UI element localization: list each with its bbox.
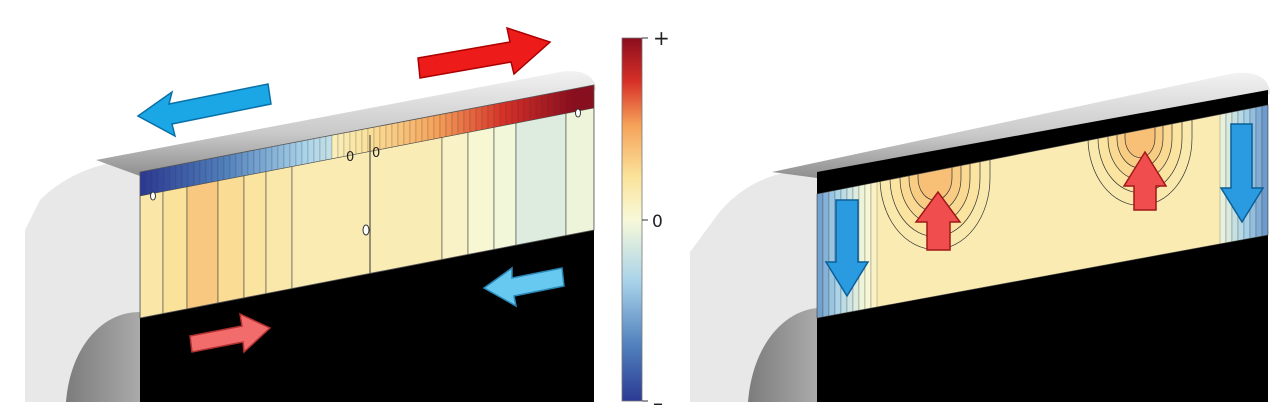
arrow-left-icon [482, 266, 565, 308]
colorbar-min-label: – [653, 391, 663, 415]
colorbar: + 0 – [621, 26, 670, 415]
arrow-right-icon [189, 312, 272, 354]
arrow-down-icon [1219, 123, 1265, 224]
right-black-bottom [817, 235, 1268, 402]
left-black-region [140, 230, 594, 402]
left-panel: 0 0 [25, 26, 596, 402]
arrow-left-icon [136, 83, 272, 138]
left-contour-label-1: 0 [346, 150, 354, 165]
colorbar-max-label: + [653, 26, 670, 50]
arrow-up-icon [914, 190, 962, 251]
colorbar-mid-label: 0 [652, 212, 663, 232]
arrow-up-icon [1122, 150, 1168, 211]
right-black-top [817, 90, 1268, 194]
left-hole [66, 312, 140, 402]
colorbar-gradient [621, 37, 643, 402]
right-body-top [772, 72, 1270, 178]
arrow-right-icon [417, 26, 552, 79]
arrow-down-icon [824, 199, 870, 298]
right-hole [748, 308, 817, 402]
left-contour-label-2: 0 [372, 146, 380, 161]
left-body-top [96, 71, 596, 176]
